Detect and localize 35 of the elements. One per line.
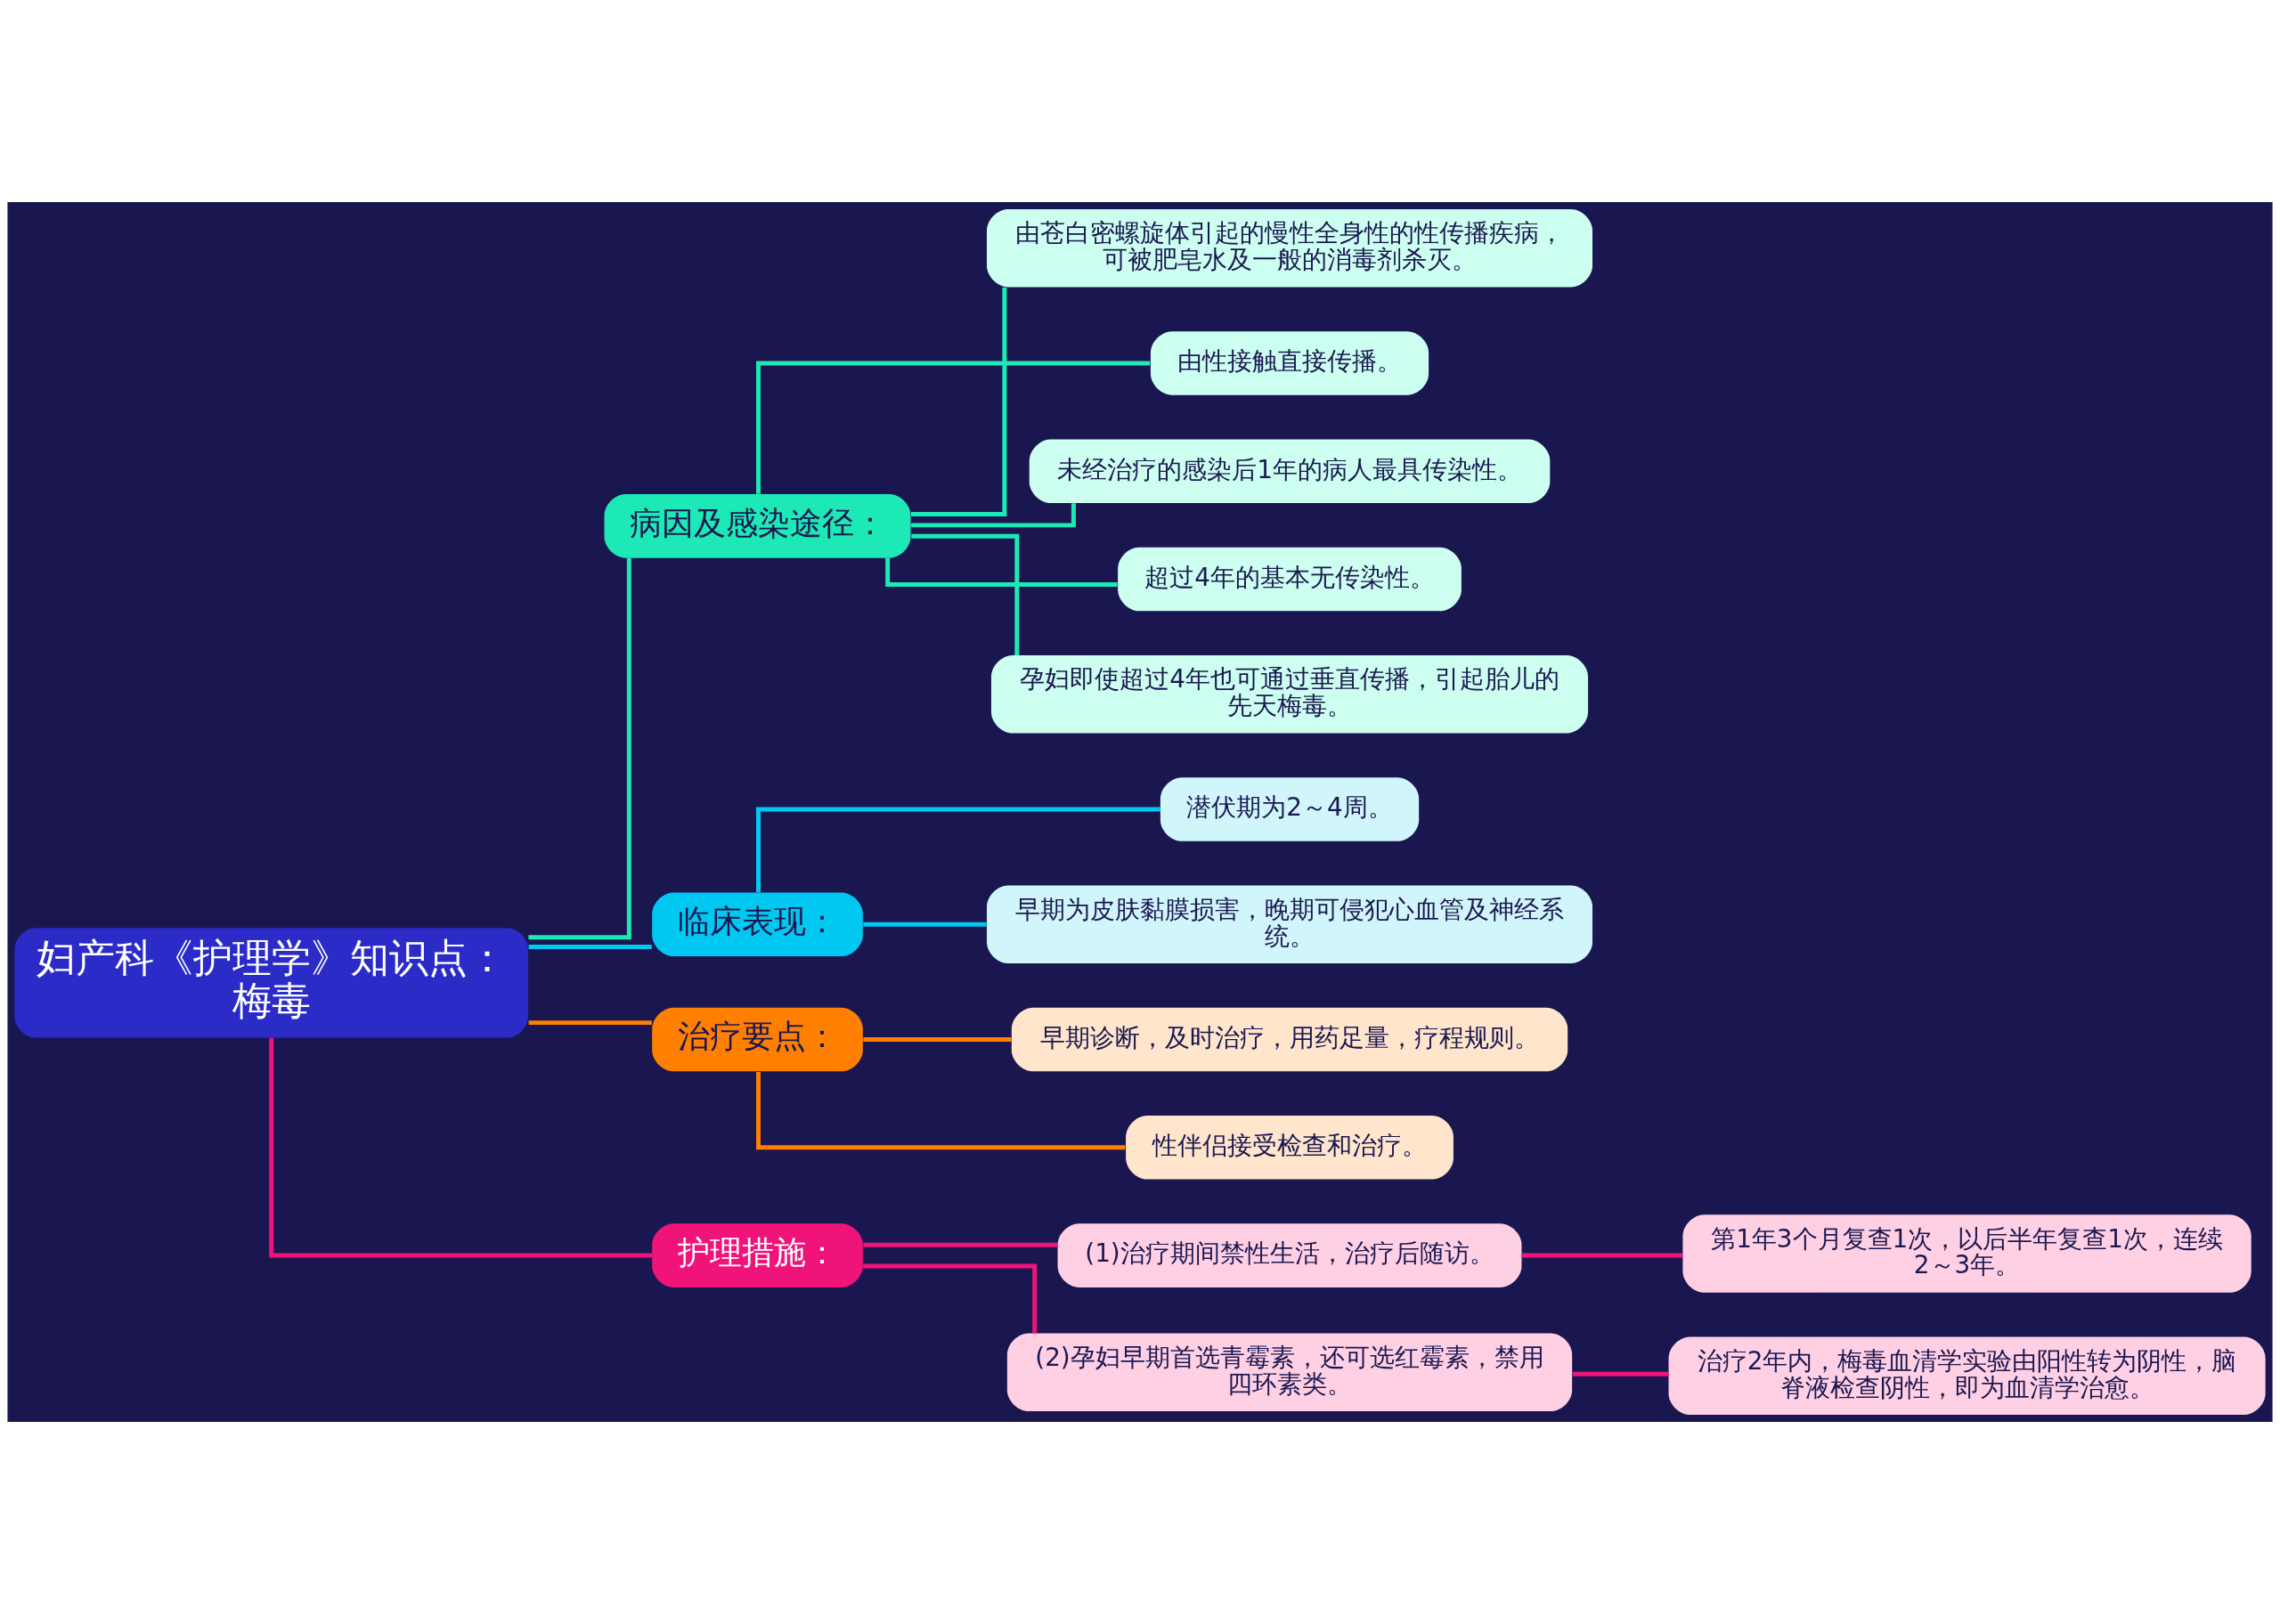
connector bbox=[1521, 1253, 1683, 1258]
connector bbox=[911, 287, 1007, 516]
connector bbox=[885, 557, 1118, 587]
connector bbox=[863, 922, 987, 927]
connector bbox=[756, 807, 1160, 893]
node-box: (1)治疗期间禁性生活，治疗后随访。 bbox=[1057, 1223, 1522, 1287]
node-box: (2)孕妇早期首选青霉素，还可选红霉素，禁用四环素类。 bbox=[1006, 1333, 1573, 1412]
node-box: 妇产科《护理学》知识点：梅毒 bbox=[14, 928, 528, 1038]
node-box: 由苍白密螺旋体引起的慢性全身性的性传播疾病，可被肥皂水及一般的消毒剂杀灭。 bbox=[987, 208, 1593, 288]
connector bbox=[863, 1242, 1058, 1247]
connector bbox=[863, 1263, 1038, 1334]
connector bbox=[269, 1037, 653, 1258]
node-box: 第1年3个月复查1次，以后半年复查1次，连续2～3年。 bbox=[1682, 1214, 2252, 1293]
connector bbox=[756, 361, 1151, 494]
node-box: 潜伏期为2～4周。 bbox=[1160, 777, 1420, 841]
node-box: 超过4年的基本无传染性。 bbox=[1118, 547, 1462, 612]
connector bbox=[528, 558, 631, 940]
node-box: 未经治疗的感染后1年的病人最具传染性。 bbox=[1029, 439, 1551, 504]
connector bbox=[1572, 1371, 1669, 1376]
connector bbox=[756, 1071, 1126, 1150]
node-box: 早期诊断，及时治疗，用药足量，疗程规则。 bbox=[1011, 1007, 1568, 1072]
node-box: 性伴侣接受检查和治疗。 bbox=[1126, 1116, 1454, 1180]
node-box: 早期为皮肤黏膜损害，晚期可侵犯心血管及神经系统。 bbox=[987, 885, 1593, 963]
node-box: 治疗要点： bbox=[652, 1007, 863, 1072]
node-box: 孕妇即使超过4年也可通过垂直传播，引起胎儿的先天梅毒。 bbox=[991, 655, 1589, 734]
connector bbox=[528, 944, 652, 949]
connector bbox=[910, 503, 1076, 528]
node-box: 临床表现： bbox=[652, 892, 863, 957]
connector bbox=[863, 1037, 1012, 1042]
node-box: 病因及感染途径： bbox=[604, 494, 911, 558]
node-box: 由性接触直接传播。 bbox=[1150, 331, 1429, 395]
node-box: 治疗2年内，梅毒血清学实验由阳性转为阴性，脑脊液检查阴性，即为血清学治愈。 bbox=[1668, 1336, 2266, 1416]
connector bbox=[911, 533, 1020, 655]
connector bbox=[528, 1020, 652, 1026]
node-box: 护理措施： bbox=[652, 1223, 863, 1287]
